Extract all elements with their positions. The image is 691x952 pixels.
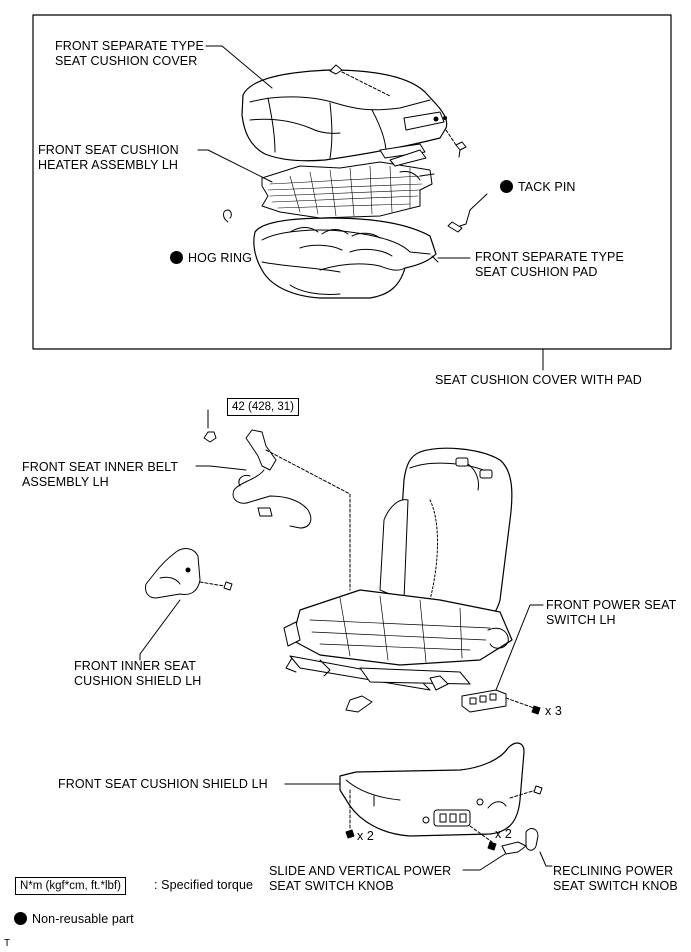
- heater-assembly-drawing: [261, 149, 435, 219]
- label-inner-belt-line1: FRONT SEAT INNER BELT: [22, 460, 179, 474]
- legend-torque-desc: : Specified torque: [154, 878, 254, 892]
- label-qty-x2-knob: x 2: [495, 827, 512, 841]
- leader-inner-shield: [139, 599, 181, 661]
- label-power-switch: FRONT POWER SEAT SWITCH LH: [546, 598, 676, 628]
- label-inner-shield-line1: FRONT INNER SEAT: [74, 659, 196, 673]
- label-reclining-knob-line1: RECLINING POWER: [553, 864, 674, 878]
- tack-pin-drawing: [447, 193, 488, 233]
- label-seat-cushion-pad-line1: FRONT SEPARATE TYPE: [475, 250, 624, 264]
- non-reusable-icon: [14, 912, 27, 925]
- label-slide-knob-line1: SLIDE AND VERTICAL POWER: [269, 864, 452, 878]
- seat-assembly-drawing: [283, 447, 513, 713]
- leader-cushion-cover: [205, 45, 273, 89]
- power-switch-drawing: [461, 689, 541, 715]
- label-inner-belt: FRONT SEAT INNER BELT ASSEMBLY LH: [22, 460, 178, 490]
- non-reusable-icon: [170, 251, 183, 264]
- label-tack-pin-text: TACK PIN: [518, 180, 576, 194]
- inner-belt-drawing: [232, 429, 351, 591]
- cushion-shield-drawing: [339, 742, 543, 851]
- label-heater-assembly-line2: HEATER ASSEMBLY LH: [38, 158, 179, 172]
- inner-shield-drawing: [145, 548, 233, 599]
- slide-knob-drawing: [501, 841, 527, 855]
- label-reclining-knob-line2: SEAT SWITCH KNOB: [553, 879, 678, 893]
- leader-heater: [197, 149, 273, 183]
- label-seat-cushion-pad: FRONT SEPARATE TYPE SEAT CUSHION PAD: [475, 250, 624, 280]
- leader-slide-knob: [462, 853, 506, 871]
- label-seat-cushion-cover-line2: SEAT CUSHION COVER: [55, 54, 198, 68]
- label-heater-assembly-line1: FRONT SEAT CUSHION: [38, 143, 179, 157]
- legend-non-reusable: Non-reusable part: [14, 912, 134, 927]
- non-reusable-icon: [500, 180, 513, 193]
- label-seat-cushion-cover-line1: FRONT SEPARATE TYPE: [55, 39, 204, 53]
- label-qty-x3: x 3: [545, 704, 562, 718]
- leader-reclining-knob: [539, 851, 553, 867]
- label-hog-ring-text: HOG RING: [188, 251, 252, 265]
- label-seat-cushion-pad-line2: SEAT CUSHION PAD: [475, 265, 598, 279]
- label-inner-shield-line2: CUSHION SHIELD LH: [74, 674, 202, 688]
- label-cover-with-pad: SEAT CUSHION COVER WITH PAD: [435, 373, 642, 387]
- legend-non-reusable-text: Non-reusable part: [32, 912, 134, 926]
- label-power-switch-line2: SWITCH LH: [546, 613, 616, 627]
- label-inner-belt-line2: ASSEMBLY LH: [22, 475, 109, 489]
- legend-torque-unit-box: N*m (kgf*cm, ft.*lbf): [15, 877, 126, 895]
- label-heater-assembly: FRONT SEAT CUSHION HEATER ASSEMBLY LH: [38, 143, 179, 173]
- cushion-assembly-frame: [32, 14, 672, 350]
- label-reclining-knob: RECLINING POWER SEAT SWITCH KNOB: [553, 864, 678, 894]
- corner-mark: T: [4, 938, 11, 949]
- seat-cushion-pad-drawing: [253, 217, 439, 299]
- label-qty-x2-shield: x 2: [357, 829, 374, 843]
- label-tack-pin: TACK PIN: [500, 180, 576, 195]
- leader-power-switch: [495, 604, 544, 691]
- seat-cushion-cover-drawing: [241, 64, 467, 162]
- leader-inner-belt: [195, 465, 247, 471]
- label-hog-ring: HOG RING: [170, 251, 252, 266]
- label-power-switch-line1: FRONT POWER SEAT: [546, 598, 677, 612]
- reclining-knob-drawing: [525, 828, 539, 851]
- belt-bolt-drawing: [203, 431, 217, 443]
- label-slide-knob: SLIDE AND VERTICAL POWER SEAT SWITCH KNO…: [269, 864, 451, 894]
- torque-value-box: 42 (428, 31): [227, 398, 300, 416]
- label-slide-knob-line2: SEAT SWITCH KNOB: [269, 879, 394, 893]
- hog-ring-drawing: [223, 209, 232, 223]
- label-seat-cushion-cover: FRONT SEPARATE TYPE SEAT CUSHION COVER: [55, 39, 204, 69]
- label-inner-shield: FRONT INNER SEAT CUSHION SHIELD LH: [74, 659, 201, 689]
- label-cushion-shield: FRONT SEAT CUSHION SHIELD LH: [58, 777, 268, 791]
